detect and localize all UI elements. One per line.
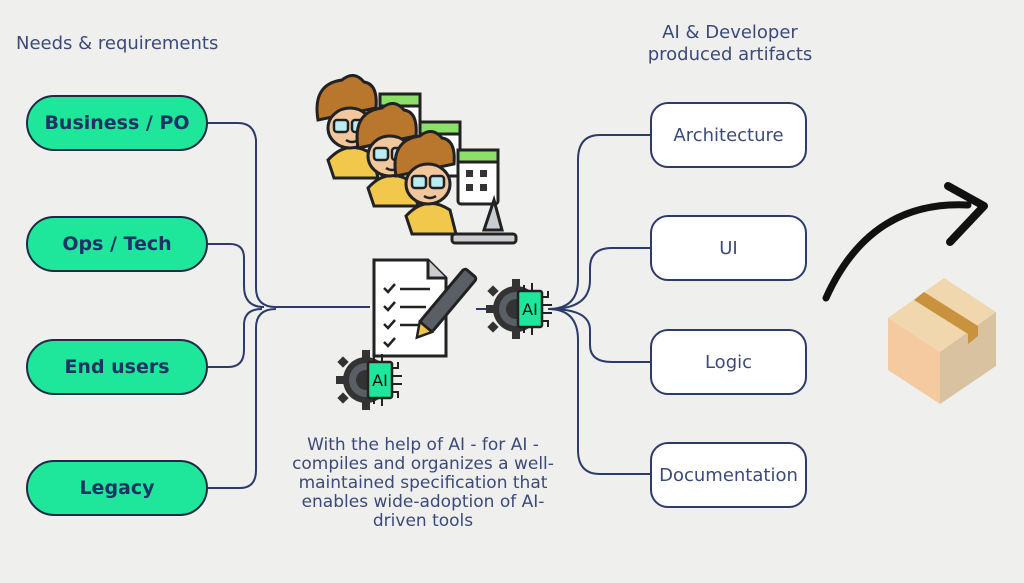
artifacts-header-line1: AI & Developer (662, 22, 798, 43)
output-node-architecture: Architecture (650, 102, 807, 168)
chip-label: AI (522, 300, 538, 319)
input-connectors (208, 122, 370, 489)
package-box-icon (888, 278, 996, 404)
artifacts-header-line2: produced artifacts (647, 44, 813, 65)
input-node-business: Business / PO (26, 95, 208, 151)
artifacts-header: AI & Developer produced artifacts (620, 22, 840, 66)
specification-caption: With the help of AI - for AI - compiles … (292, 435, 554, 531)
developer-team-icon (315, 73, 518, 245)
input-node-end-users: End users (26, 339, 208, 395)
curved-arrow-icon (822, 182, 988, 302)
output-node-logic: Logic (650, 329, 807, 395)
needs-header: Needs & requirements (16, 33, 219, 54)
output-node-ui: UI (650, 215, 807, 281)
input-node-legacy: Legacy (26, 460, 208, 516)
input-node-ops: Ops / Tech (26, 216, 208, 272)
chip-label: AI (372, 371, 388, 390)
checklist-document-icon (372, 258, 478, 358)
ai-chip-gear-icon: AI (484, 277, 554, 341)
ai-chip-gear-icon: AI (334, 348, 404, 412)
output-node-documentation: Documentation (650, 442, 807, 508)
output-connectors (476, 134, 650, 475)
